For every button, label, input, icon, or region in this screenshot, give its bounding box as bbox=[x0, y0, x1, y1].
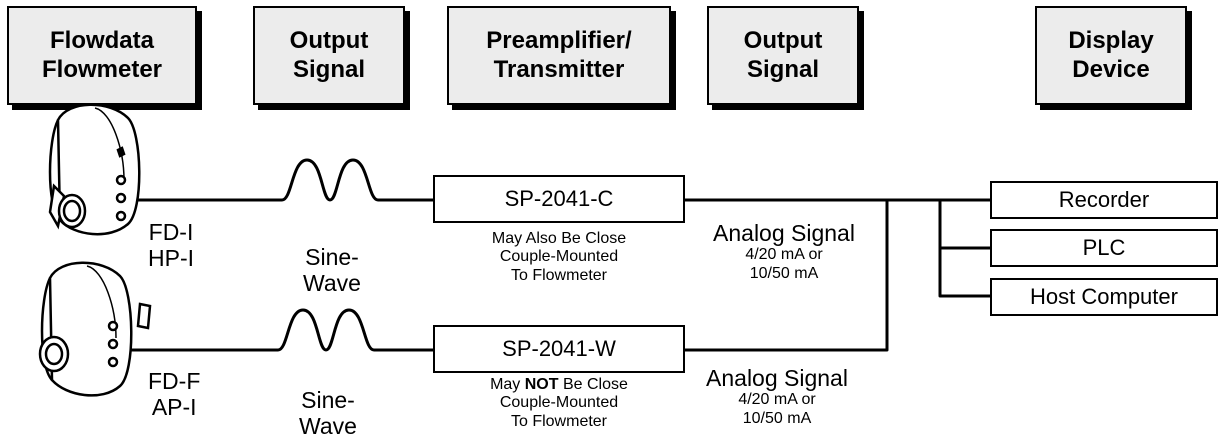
transmitter-box-bottom: SP-2041-W bbox=[433, 325, 685, 373]
analog-signal-bottom: Analog Signal 4/20 mA or 10/50 mA bbox=[688, 365, 866, 428]
header-preamplifier-line1: Preamplifier/ bbox=[486, 26, 632, 54]
header-preamplifier: Preamplifier/ Transmitter bbox=[447, 6, 671, 105]
header-flowmeter-line1: Flowdata bbox=[49, 26, 154, 54]
header-display-device-line2: Device bbox=[1072, 55, 1150, 83]
header-display-device: Display Device bbox=[1035, 6, 1187, 105]
analog-signal-top-title: Analog Signal bbox=[713, 220, 855, 246]
analog-signal-bottom-line2: 10/50 mA bbox=[742, 409, 812, 427]
meter-label-bottom: FD-F AP-I bbox=[148, 368, 200, 421]
analog-signal-top: Analog Signal 4/20 mA or 10/50 mA bbox=[695, 220, 873, 283]
meter-label-top-line1: FD-I bbox=[148, 219, 194, 245]
header-output-signal-1-line1: Output bbox=[289, 26, 369, 54]
header-output-signal-2-line2: Signal bbox=[746, 55, 819, 83]
sine-wave-label-bottom-line2: Wave bbox=[299, 413, 357, 440]
display-bus bbox=[938, 198, 992, 298]
sine-wave-label-top-line2: Wave bbox=[303, 270, 361, 297]
meter-label-top: FD-I HP-I bbox=[148, 219, 194, 272]
transmitter-note-top: May Also Be Close Couple-Mounted To Flow… bbox=[433, 230, 685, 285]
note-bold: NOT bbox=[524, 376, 559, 393]
display-recorder-label: Recorder bbox=[1058, 187, 1150, 212]
analog-signal-bottom-title: Analog Signal bbox=[706, 365, 848, 391]
transmitter-note-top-line1: May Also Be Close bbox=[491, 230, 627, 247]
header-output-signal-1-line2: Signal bbox=[292, 55, 365, 83]
header-output-signal-2: Output Signal bbox=[707, 6, 859, 105]
flowmeter-top-icon bbox=[48, 103, 141, 236]
sine-wave-label-top: Sine- Wave bbox=[282, 244, 382, 297]
header-preamplifier-line2: Transmitter bbox=[493, 55, 625, 83]
transmitter-bottom-label: SP-2041-W bbox=[502, 336, 616, 361]
sine-wave-label-top-line1: Sine- bbox=[305, 244, 359, 270]
header-display-device-line1: Display bbox=[1068, 26, 1154, 54]
analog-signal-bottom-line1: 4/20 mA or bbox=[738, 391, 816, 409]
transmitter-note-top-line2: Couple-Mounted bbox=[499, 248, 619, 266]
analog-signal-top-line1: 4/20 mA or bbox=[745, 246, 823, 264]
display-plc: PLC bbox=[990, 229, 1218, 267]
transmitter-note-bottom-line3: To Flowmeter bbox=[510, 412, 608, 430]
transmitter-note-top-line3: To Flowmeter bbox=[510, 266, 608, 284]
display-host-computer-label: Host Computer bbox=[1030, 284, 1178, 309]
display-plc-label: PLC bbox=[1082, 235, 1126, 260]
meter-label-bottom-line1: FD-F bbox=[148, 368, 201, 394]
transmitter-note-bottom-line2: Couple-Mounted bbox=[499, 394, 619, 412]
display-recorder: Recorder bbox=[990, 181, 1218, 219]
bottom-signal-wire bbox=[123, 308, 435, 352]
transmitter-top-label: SP-2041-C bbox=[504, 186, 614, 211]
header-flowmeter: Flowdata Flowmeter bbox=[7, 6, 197, 105]
analog-signal-top-line2: 10/50 mA bbox=[749, 264, 819, 282]
meter-label-bottom-line2: AP-I bbox=[151, 394, 197, 421]
header-flowmeter-line2: Flowmeter bbox=[41, 55, 163, 83]
display-host-computer: Host Computer bbox=[990, 278, 1218, 316]
header-output-signal-1: Output Signal bbox=[253, 6, 405, 105]
note-pre: May bbox=[490, 376, 525, 393]
top-signal-wire bbox=[123, 158, 435, 202]
flowmeter-bottom-icon bbox=[38, 261, 152, 397]
transmitter-note-bottom-line1: May NOT Be Close bbox=[433, 376, 685, 394]
bottom-output-wire bbox=[681, 198, 889, 352]
header-output-signal-2-line1: Output bbox=[743, 26, 823, 54]
note-post: Be Close bbox=[558, 376, 628, 393]
meter-label-top-line2: HP-I bbox=[148, 245, 194, 272]
transmitter-note-bottom: May NOT Be Close Couple-Mounted To Flowm… bbox=[433, 376, 685, 431]
transmitter-box-top: SP-2041-C bbox=[433, 175, 685, 223]
sine-wave-label-bottom-line1: Sine- bbox=[301, 387, 355, 413]
sine-wave-label-bottom: Sine- Wave bbox=[278, 387, 378, 440]
